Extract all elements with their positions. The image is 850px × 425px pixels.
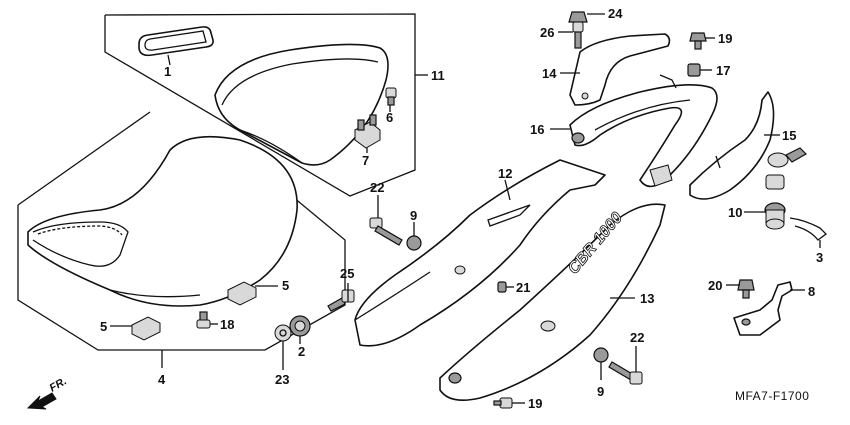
part-2-grommet	[289, 315, 311, 337]
part-24-cap	[568, 11, 588, 23]
callout-3: 3	[816, 250, 823, 265]
part-23-collar	[274, 324, 292, 342]
callout-6: 6	[386, 110, 393, 125]
rear-seat-group-frame	[104, 13, 416, 197]
callout-9-lower: 9	[597, 384, 604, 399]
part-21-screw	[497, 281, 507, 293]
callout-13: 13	[640, 291, 654, 306]
part-9-collar-upper	[406, 235, 422, 251]
part-8-bracket	[733, 281, 793, 336]
part-5-rubber-b	[131, 316, 161, 341]
callout-18: 18	[220, 317, 234, 332]
part-7-bracket	[354, 114, 381, 149]
part-17-nut	[687, 63, 701, 77]
callout-26: 26	[540, 25, 554, 40]
part-26-bolt	[572, 21, 584, 49]
part-6-bolt	[385, 87, 397, 106]
callout-2: 2	[298, 344, 305, 359]
callout-16: 16	[530, 122, 544, 137]
callout-19-lower: 19	[528, 396, 542, 411]
callout-11: 11	[431, 68, 445, 83]
part-18-bolt	[196, 311, 211, 329]
part-15-grab-rail-right	[689, 91, 775, 200]
part-14-grab-rail-left	[569, 33, 671, 106]
part-1-seal	[138, 26, 214, 57]
callout-24: 24	[608, 6, 623, 21]
callout-1: 1	[164, 64, 171, 79]
part-13-right-side-cowl: CBR 1000	[439, 203, 666, 401]
callout-labels: 1 2 3 4 5 5 6 7 8 9 9 10 11 12 13 14 15 …	[100, 6, 823, 411]
front-arrow-icon	[26, 392, 57, 410]
callout-22-lower: 22	[630, 330, 644, 345]
leader-lines	[110, 13, 821, 404]
front-seat-group-frame	[17, 111, 346, 351]
front-direction-arrow: FR.	[26, 375, 69, 410]
direction-label: FR.	[48, 375, 69, 394]
callout-14: 14	[542, 66, 557, 81]
callout-25: 25	[340, 266, 354, 281]
callout-5-upper: 5	[282, 278, 289, 293]
callout-7: 7	[362, 153, 369, 168]
callout-10: 10	[728, 205, 742, 220]
part-20-bolt	[737, 279, 755, 299]
part-12-left-side-cowl	[354, 159, 606, 347]
callout-17: 17	[716, 63, 730, 78]
part-16-grab-rail	[569, 84, 718, 188]
callout-9-upper: 9	[410, 208, 417, 223]
reference-code: MFA7-F1700	[735, 389, 809, 403]
part-19-screw-upper	[689, 32, 707, 50]
part-9-collar-lower	[593, 347, 609, 363]
callout-4: 4	[158, 372, 166, 387]
part-22-bolt-upper	[369, 217, 403, 246]
callout-22-upper: 22	[370, 180, 384, 195]
part-5-rubber-a	[227, 281, 257, 306]
part-22-bolt-lower	[608, 361, 643, 385]
part-3-latch	[789, 217, 827, 241]
callout-23: 23	[275, 372, 289, 387]
callout-19-upper: 19	[718, 31, 732, 46]
callout-20: 20	[708, 278, 722, 293]
callout-8: 8	[808, 284, 815, 299]
callout-15: 15	[782, 128, 796, 143]
part-10-seat-lock	[764, 147, 807, 230]
callout-21: 21	[516, 280, 530, 295]
part-19-screw-lower	[493, 397, 513, 409]
part-11-rear-seat	[214, 43, 389, 166]
callout-5-lower: 5	[100, 319, 107, 334]
callout-12: 12	[498, 166, 512, 181]
part-4-front-seat	[27, 135, 298, 307]
